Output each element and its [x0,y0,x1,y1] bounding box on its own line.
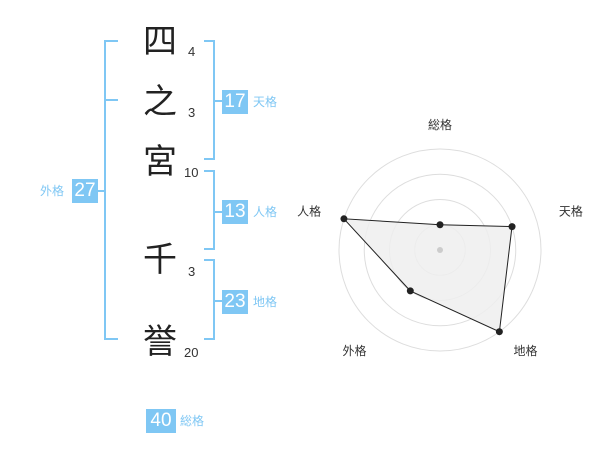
stroke-count-1: 4 [188,44,196,59]
radar-axis-label-5: 人格 [297,203,321,218]
tenkaku-badge: 17 [222,90,248,114]
soukaku-badge: 40 [146,409,176,433]
gaikaku-bracket-vertical [104,40,106,340]
stroke-count-3: 10 [184,165,199,180]
stroke-count-4: 3 [188,264,196,279]
name-char-5: 誉 [143,322,177,362]
stroke-count-5: 20 [184,345,199,360]
radar-series-area [342,218,513,333]
radar-point-3 [495,328,503,336]
name-char-3: 宮 [143,142,177,182]
stroke-count-2: 3 [188,105,196,120]
radar-center-dot [437,247,443,253]
jinkaku-bracket-tick [215,211,222,213]
chikaku-bracket-vertical [213,259,215,340]
gaikaku-bracket-tick [98,190,104,192]
chikaku-bracket-top [204,259,215,261]
radar-ring [338,148,542,352]
name-char-2: 之 [143,82,177,122]
jinkaku-bracket-vertical [213,170,215,250]
radar-point-5 [340,215,348,223]
radar-axis-label-1: 総格 [428,117,452,132]
tenkaku-label: 天格 [253,95,278,109]
radar-axis-label-2: 天格 [559,203,583,218]
tenkaku-bracket-top [204,40,215,42]
chikaku-bracket-bottom [204,338,215,340]
tenkaku-bracket-vertical [213,40,215,160]
gaikaku-badge: 27 [72,179,98,203]
radar-ring [363,173,517,327]
gaikaku-label: 外格 [40,184,65,198]
gaikaku-bracket-top [104,40,118,42]
jinkaku-bracket-bottom [204,248,215,250]
radar-axis-label-3: 地格 [514,343,538,358]
radar-point-2 [508,223,516,231]
name-char-1: 四 [143,22,177,62]
gaikaku-bracket-bottom [104,338,118,340]
chikaku-label: 地格 [253,295,278,309]
jinkaku-bracket-top [204,170,215,172]
soukaku-label: 総格 [180,414,205,428]
jinkaku-label: 人格 [253,205,278,219]
chikaku-bracket-tick [215,300,222,302]
radar-point-4 [406,287,414,295]
radar-axis-label-4: 外格 [342,343,366,358]
radar-point-1 [436,221,444,229]
chikaku-badge: 23 [222,290,248,314]
name-char-4: 千 [143,240,177,280]
gaikaku-bracket-mid [104,99,118,101]
tenkaku-bracket-tick [215,100,222,102]
tenkaku-bracket-bottom [204,158,215,160]
jinkaku-badge: 13 [222,200,248,224]
